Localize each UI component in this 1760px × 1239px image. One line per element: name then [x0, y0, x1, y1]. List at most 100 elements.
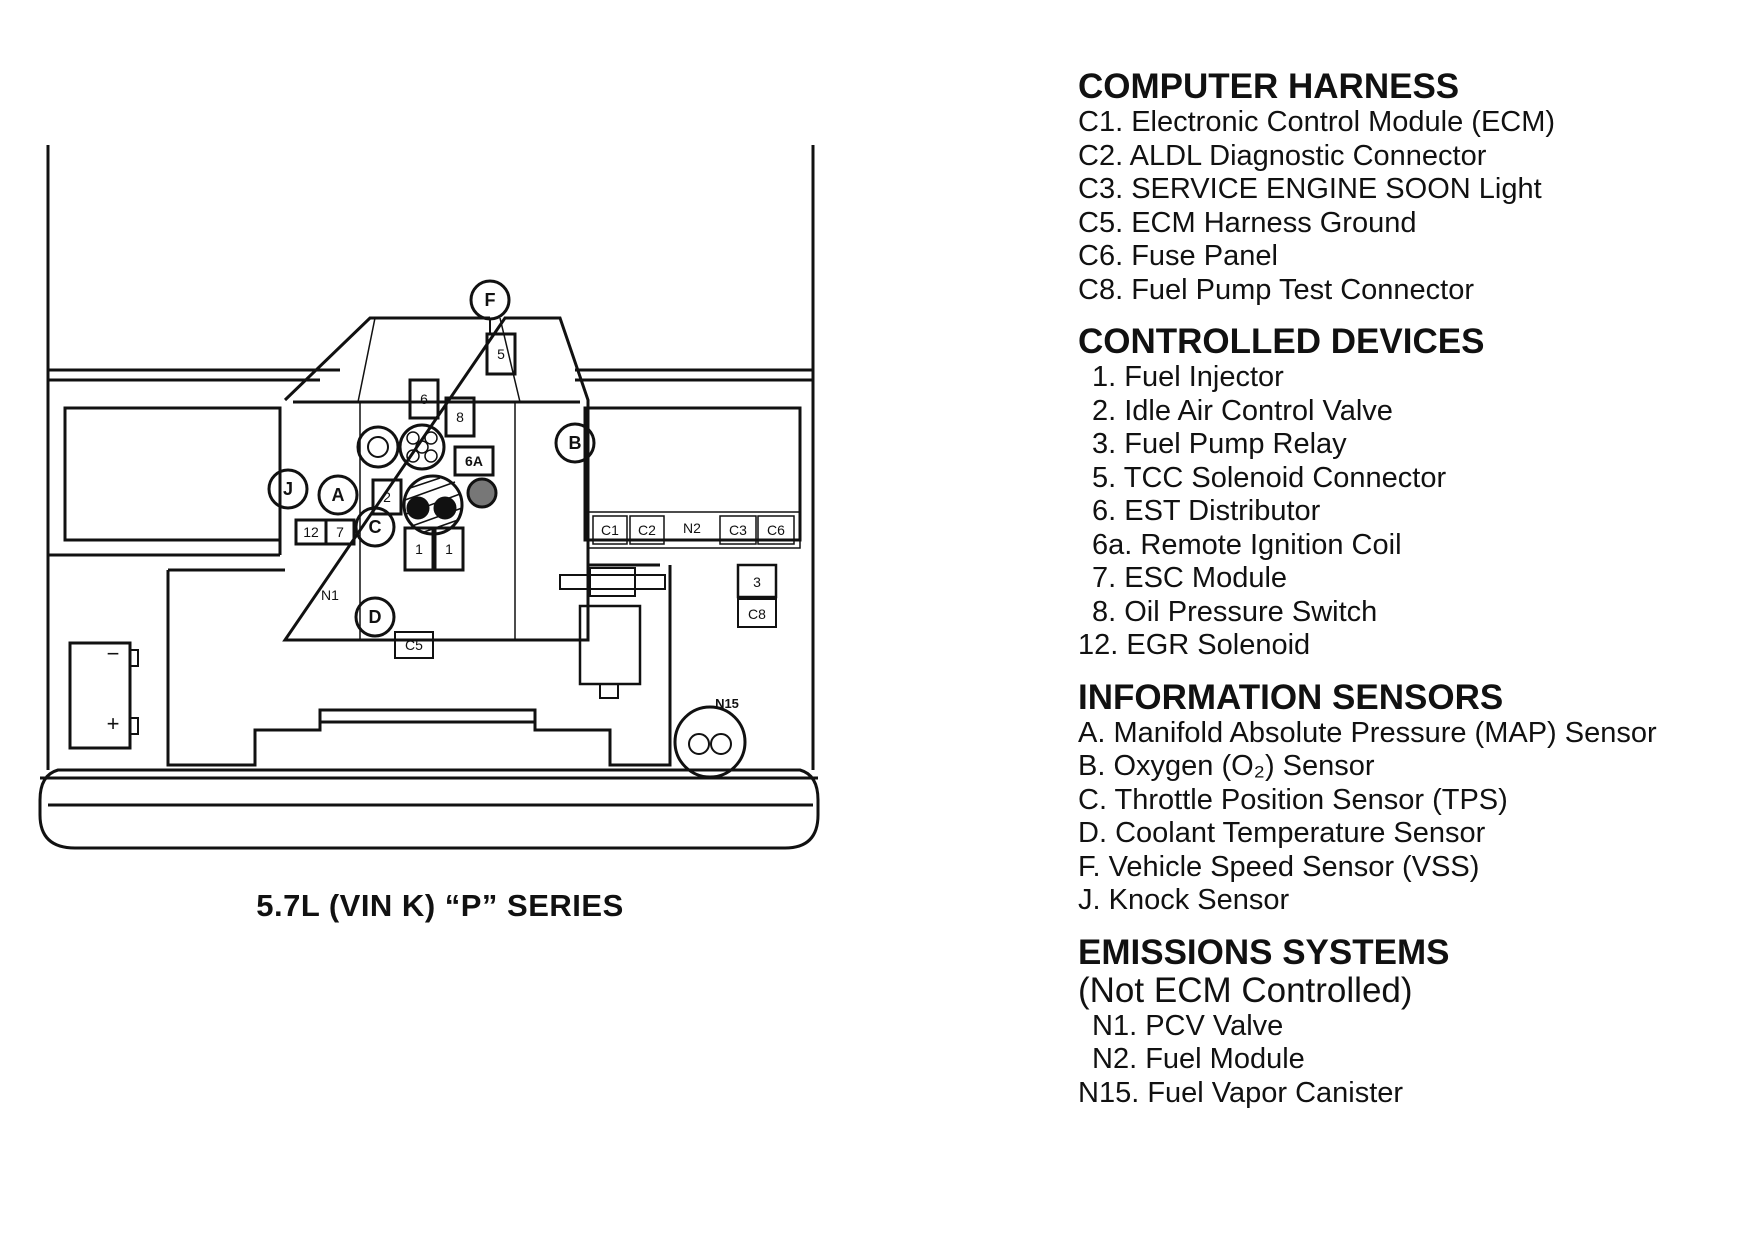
label-5: 5	[497, 346, 505, 362]
legend-item-code: J.	[1078, 884, 1101, 916]
legend-item-text: Remote Ignition Coil	[1140, 528, 1402, 561]
legend-item: 8. Oil Pressure Switch	[1078, 596, 1758, 630]
fuse-panel-strip	[587, 511, 801, 549]
legend-item-text: Fuel Pump Relay	[1124, 428, 1347, 460]
legend-item-text: ECM Harness Ground	[1131, 206, 1417, 239]
legend-item-code: 1.	[1092, 361, 1117, 393]
legend-item-text: Fuse Panel	[1131, 240, 1278, 272]
legend-item: C2. ALDL Diagnostic Connector	[1078, 140, 1758, 174]
legend-item: D. Coolant Temperature Sensor	[1078, 817, 1758, 851]
legend-item-code: B.	[1078, 750, 1106, 782]
legend-section-title: COMPUTER HARNESS	[1078, 67, 1460, 106]
legend-item: 3. Fuel Pump Relay	[1078, 428, 1758, 462]
legend-item-code: 8.	[1092, 595, 1117, 628]
legend-item-code: 6.	[1092, 495, 1117, 527]
legend-item: 7. ESC Module	[1078, 562, 1758, 596]
legend-item-text: Electronic Control Module (ECM)	[1131, 106, 1556, 138]
label-C3: C3	[729, 522, 747, 538]
label-B: B	[569, 433, 582, 453]
legend-item-code: C.	[1078, 783, 1107, 816]
legend-item: 6. EST Distributor	[1078, 495, 1758, 529]
legend-item-code: C2.	[1078, 139, 1124, 172]
legend-item: 12. EGR Solenoid	[1078, 629, 1758, 663]
legend-item-code: N1.	[1092, 1009, 1138, 1042]
legend-item-text: Oxygen (O₂) Sensor	[1113, 750, 1375, 782]
legend-item-text: Fuel Injector	[1124, 361, 1284, 393]
est-distributor	[398, 423, 446, 471]
legend-item-text: ALDL Diagnostic Connector	[1129, 139, 1487, 172]
legend-item-text: Knock Sensor	[1108, 884, 1290, 916]
battery-minus: −	[107, 641, 120, 666]
legend-item-code: C5.	[1078, 206, 1124, 239]
legend-item-code: C1.	[1078, 106, 1124, 138]
legend-item-text: ESC Module	[1124, 562, 1288, 594]
legend-item-text: Vehicle Speed Sensor (VSS)	[1108, 850, 1480, 883]
legend-item: C5. ECM Harness Ground	[1078, 207, 1758, 241]
legend-item: 2. Idle Air Control Valve	[1078, 395, 1758, 429]
legend-item: J. Knock Sensor	[1078, 884, 1758, 918]
label-1b: 1	[445, 541, 453, 557]
legend-item-text: EST Distributor	[1124, 495, 1321, 527]
legend-item-code: N2.	[1092, 1043, 1138, 1075]
battery	[68, 641, 132, 750]
legend-item-text: Fuel Pump Test Connector	[1131, 273, 1475, 306]
legend-item-text: Idle Air Control Valve	[1124, 394, 1393, 427]
legend-item: C. Throttle Position Sensor (TPS)	[1078, 784, 1758, 818]
legend-section-title: CONTROLLED DEVICES	[1078, 322, 1485, 361]
legend-item-text: Oil Pressure Switch	[1124, 595, 1378, 628]
legend-section-title: INFORMATION SENSORS	[1078, 677, 1504, 717]
label-C: C	[369, 517, 382, 537]
legend-item: N2. Fuel Module	[1078, 1043, 1758, 1077]
legend-section-subtitle: (Not ECM Controlled)	[1078, 970, 1413, 1010]
legend-item-list: A. Manifold Absolute Pressure (MAP) Sens…	[1078, 717, 1758, 918]
label-6: 6	[420, 391, 428, 407]
label-C6: C6	[767, 522, 785, 538]
legend-item: C8. Fuel Pump Test Connector	[1078, 274, 1758, 308]
front-bumper	[38, 768, 820, 850]
legend-item-code: A.	[1078, 716, 1106, 749]
label-C5: C5	[405, 637, 423, 653]
legend-item-code: 5.	[1092, 461, 1117, 494]
legend-item: C3. SERVICE ENGINE SOON Light	[1078, 173, 1758, 207]
legend-item-code: C3.	[1078, 173, 1124, 205]
legend-item-code: 7.	[1092, 562, 1117, 594]
label-N15: N15	[715, 696, 739, 711]
legend-section-4: EMISSIONS SYSTEMS(Not ECM Controlled)N1.…	[1078, 933, 1758, 1111]
legend-item-code: 3.	[1092, 428, 1117, 460]
fuel-module-circle	[356, 425, 400, 469]
legend-item: N15. Fuel Vapor Canister	[1078, 1077, 1758, 1111]
legend-item-code: 12.	[1078, 629, 1119, 661]
legend-item: 5. TCC Solenoid Connector	[1078, 462, 1758, 496]
legend-item: N1. PCV Valve	[1078, 1010, 1758, 1044]
legend-item: 6a. Remote Ignition Coil	[1078, 529, 1758, 563]
legend-item-text: TCC Solenoid Connector	[1123, 461, 1447, 494]
legend-item: C1. Electronic Control Module (ECM)	[1078, 106, 1758, 140]
legend-item-text: PCV Valve	[1145, 1009, 1284, 1042]
legend-item-code: C6.	[1078, 240, 1124, 272]
label-N1: N1	[321, 587, 339, 603]
engine-compartment-diagram: F B J A C D 5 6 8 6A 2 12 7 1 1 C1 C2 N2…	[38, 145, 820, 850]
label-C2: C2	[638, 522, 656, 538]
label-3: 3	[753, 574, 761, 590]
label-D: D	[369, 607, 382, 627]
label-N2: N2	[683, 520, 701, 536]
label-6A: 6A	[465, 453, 483, 469]
legend-item-text: Fuel Module	[1145, 1043, 1305, 1075]
legend-item-text: Fuel Vapor Canister	[1147, 1076, 1404, 1109]
legend-item-code: D.	[1078, 817, 1107, 849]
legend-item-text: Coolant Temperature Sensor	[1115, 817, 1486, 849]
label-1a: 1	[415, 541, 423, 557]
diagram-caption: 5.7L (VIN K) “P” SERIES	[256, 888, 624, 923]
label-8: 8	[456, 409, 464, 425]
legend-item: B. Oxygen (O₂) Sensor	[1078, 750, 1758, 784]
label-F: F	[485, 290, 496, 310]
legend-item-text: EGR Solenoid	[1126, 629, 1311, 661]
label-J: J	[283, 479, 293, 499]
label-A: A	[332, 485, 345, 505]
legend-item-list: C1. Electronic Control Module (ECM)C2. A…	[1078, 106, 1758, 307]
legend-item-code: C8.	[1078, 273, 1124, 306]
